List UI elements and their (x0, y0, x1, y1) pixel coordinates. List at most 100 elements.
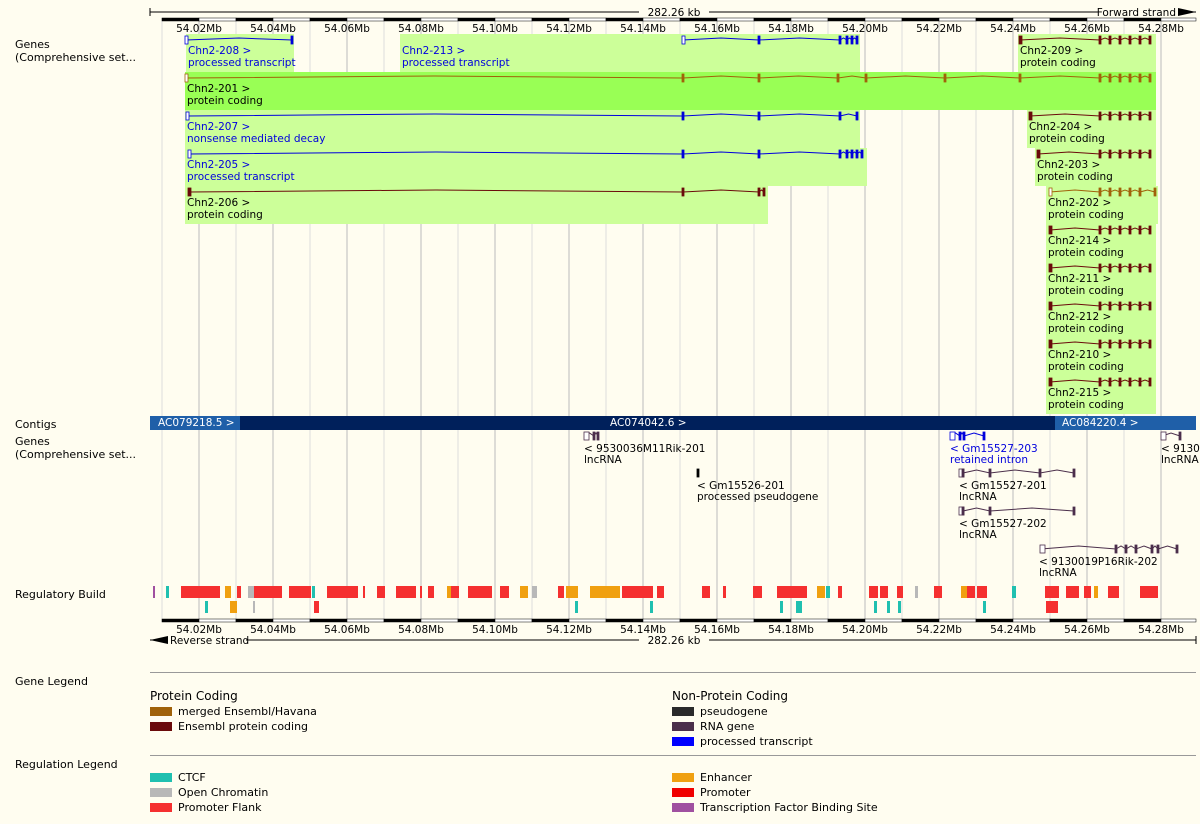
regulatory-feature[interactable] (500, 586, 509, 598)
regulatory-feature[interactable] (205, 601, 208, 613)
regulatory-feature[interactable] (1140, 586, 1158, 598)
transcript-name[interactable]: Chn2-212 > (1048, 311, 1111, 323)
transcript-chn2-215[interactable]: Chn2-215 >protein coding (1046, 376, 1156, 414)
transcript-name[interactable]: Chn2-204 > (1029, 121, 1092, 133)
transcript-name[interactable]: < Gm15526-201 (697, 480, 785, 492)
regulatory-feature[interactable] (396, 586, 402, 598)
regulatory-feature[interactable] (1084, 586, 1091, 598)
regulatory-feature[interactable] (447, 586, 451, 598)
transcript-name[interactable]: < Gm15527-201 (959, 480, 1047, 492)
regulatory-feature[interactable] (1046, 601, 1058, 613)
transcript-name[interactable]: < Gm15527-202 (959, 518, 1047, 530)
regulatory-feature[interactable] (887, 601, 890, 613)
contig-segment[interactable] (240, 416, 1055, 430)
regulatory-feature[interactable] (468, 586, 492, 598)
regulatory-feature[interactable] (983, 601, 986, 613)
transcript-chn2-206[interactable]: Chn2-206 >protein coding (185, 186, 768, 224)
transcript-name[interactable]: Chn2-208 > (188, 45, 251, 57)
transcript-name[interactable]: Chn2-210 > (1048, 349, 1111, 361)
regulatory-feature[interactable] (967, 586, 975, 598)
regulatory-feature[interactable] (977, 586, 987, 598)
transcript-name[interactable]: Chn2-205 > (187, 159, 250, 171)
regulatory-feature[interactable] (532, 586, 537, 598)
regulatory-feature[interactable] (777, 586, 807, 598)
transcript-chn2-213[interactable]: Chn2-213 >processed transcript (400, 34, 860, 72)
regulatory-feature[interactable] (880, 586, 888, 598)
regulatory-feature[interactable] (558, 586, 564, 598)
regulatory-feature[interactable] (248, 586, 254, 598)
regulatory-feature[interactable] (1066, 586, 1079, 598)
regulatory-feature[interactable] (327, 586, 358, 598)
regulatory-feature[interactable] (702, 586, 710, 598)
regulatory-feature[interactable] (934, 586, 942, 598)
regulatory-feature[interactable] (253, 601, 255, 613)
regulatory-feature[interactable] (566, 586, 578, 598)
transcript-chn2-209[interactable]: Chn2-209 >protein coding (1018, 34, 1156, 72)
transcript-name[interactable]: < 9530036M11Rik-201 (584, 443, 705, 455)
transcript-name[interactable]: Chn2-203 > (1037, 159, 1100, 171)
transcript-name[interactable]: Chn2-206 > (187, 197, 250, 209)
regulatory-feature[interactable] (520, 586, 528, 598)
regulatory-feature[interactable] (1012, 586, 1016, 598)
contig-label[interactable]: AC079218.5 > (158, 417, 235, 429)
transcript-chn2-205[interactable]: Chn2-205 >processed transcript (185, 148, 867, 186)
transcript-chn2-202[interactable]: Chn2-202 >protein coding (1046, 186, 1158, 224)
transcript-name[interactable]: Chn2-207 > (187, 121, 250, 133)
regulatory-feature[interactable] (657, 586, 664, 598)
regulatory-feature[interactable] (420, 586, 422, 598)
regulatory-feature[interactable] (723, 586, 726, 598)
transcript-name[interactable]: Chn2-213 > (402, 45, 465, 57)
regulatory-feature[interactable] (869, 586, 878, 598)
regulatory-feature[interactable] (225, 586, 231, 598)
transcript-name[interactable]: < 9130 (1161, 443, 1200, 455)
regulatory-feature[interactable] (898, 601, 901, 613)
transcript-name[interactable]: Chn2-202 > (1048, 197, 1111, 209)
regulatory-feature[interactable] (363, 586, 365, 598)
transcript-name[interactable]: < Gm15527-203 (950, 443, 1038, 455)
transcript-chn2-212[interactable]: Chn2-212 >protein coding (1046, 300, 1156, 338)
regulatory-feature[interactable] (312, 586, 315, 598)
regulatory-feature[interactable] (796, 601, 802, 613)
transcript-name[interactable]: Chn2-209 > (1020, 45, 1083, 57)
regulatory-feature[interactable] (753, 586, 762, 598)
regulatory-feature[interactable] (838, 586, 842, 598)
transcript-name[interactable]: Chn2-215 > (1048, 387, 1111, 399)
regulatory-feature[interactable] (1094, 586, 1098, 598)
regulatory-feature[interactable] (428, 586, 434, 598)
regulatory-feature[interactable] (402, 586, 416, 598)
regulatory-feature[interactable] (817, 586, 825, 598)
regulatory-feature[interactable] (826, 586, 830, 598)
regulatory-feature[interactable] (314, 601, 319, 613)
contig-label[interactable]: AC084220.4 > (1062, 417, 1139, 429)
contig-segment[interactable] (1055, 416, 1196, 430)
regulatory-feature[interactable] (590, 586, 620, 598)
regulatory-feature[interactable] (1108, 586, 1119, 598)
transcript-chn2-208[interactable]: Chn2-208 >processed transcript (184, 34, 296, 72)
regulatory-feature[interactable] (780, 601, 783, 613)
regulatory-feature[interactable] (181, 586, 189, 598)
regulatory-feature[interactable] (575, 601, 578, 613)
regulatory-feature[interactable] (1045, 586, 1059, 598)
regulatory-feature[interactable] (230, 601, 237, 613)
transcript-name[interactable]: Chn2-211 > (1048, 273, 1111, 285)
regulatory-feature[interactable] (915, 586, 918, 598)
regulatory-feature[interactable] (254, 586, 282, 598)
contig-label[interactable]: AC074042.6 > (610, 417, 687, 429)
regulatory-feature[interactable] (377, 586, 385, 598)
transcript-name[interactable]: < 9130019P16Rik-202 (1039, 556, 1158, 568)
regulatory-feature[interactable] (153, 586, 155, 598)
regulatory-feature[interactable] (622, 586, 653, 598)
regulatory-feature[interactable] (166, 586, 169, 598)
regulatory-feature[interactable] (451, 586, 459, 598)
transcript-chn2-214[interactable]: Chn2-214 >protein coding (1046, 224, 1156, 262)
transcript-name[interactable]: Chn2-214 > (1048, 235, 1111, 247)
regulatory-feature[interactable] (237, 586, 241, 598)
